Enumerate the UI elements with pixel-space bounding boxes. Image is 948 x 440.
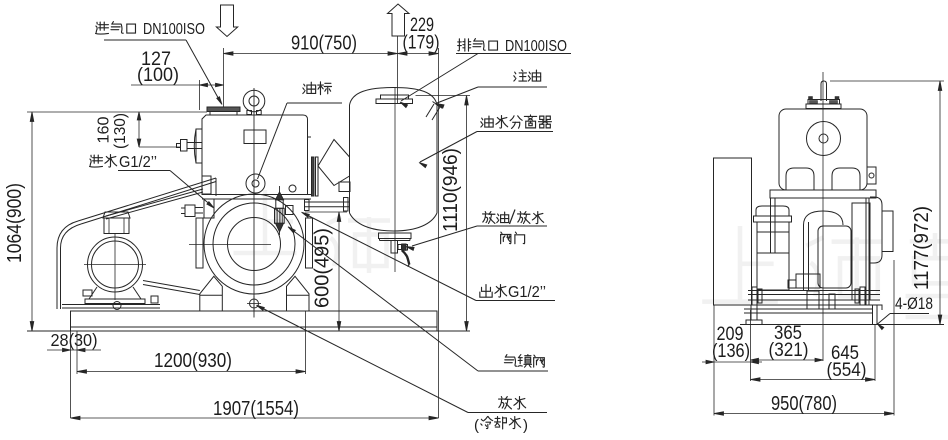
svg-text:(179): (179) <box>403 33 440 54</box>
svg-text:1200(930): 1200(930) <box>154 350 232 372</box>
svg-text:G1/2’’: G1/2’’ <box>508 284 546 301</box>
svg-text:645: 645 <box>831 343 859 364</box>
svg-text:DN100ISO: DN100ISO <box>143 21 205 38</box>
svg-text:(100): (100) <box>137 65 179 86</box>
svg-text:160: 160 <box>96 116 113 143</box>
svg-text:950(780): 950(780) <box>771 393 837 415</box>
svg-text:365: 365 <box>774 323 802 344</box>
svg-text:): ) <box>523 417 528 434</box>
svg-text:G1/2’’: G1/2’’ <box>119 154 157 171</box>
svg-text:DN100ISO: DN100ISO <box>505 38 567 55</box>
svg-text:4-Ø18: 4-Ø18 <box>895 294 933 313</box>
svg-text:209: 209 <box>717 324 744 345</box>
svg-text:1177(972): 1177(972) <box>911 206 933 290</box>
svg-text:(130): (130) <box>112 113 129 149</box>
svg-text:1907(1554): 1907(1554) <box>213 398 299 420</box>
svg-text:229: 229 <box>410 15 434 36</box>
svg-text:910(750): 910(750) <box>291 33 357 55</box>
svg-text:127: 127 <box>141 49 171 70</box>
svg-text:(136): (136) <box>712 341 750 362</box>
svg-text:(: ( <box>474 417 479 434</box>
svg-text:(554): (554) <box>827 360 867 381</box>
svg-text:28(30): 28(30) <box>51 330 98 350</box>
svg-text:1110(946): 1110(946) <box>440 148 462 232</box>
svg-text:1064(900): 1064(900) <box>4 183 26 263</box>
svg-text:600(495): 600(495) <box>312 228 334 308</box>
svg-text:(321): (321) <box>769 340 809 361</box>
